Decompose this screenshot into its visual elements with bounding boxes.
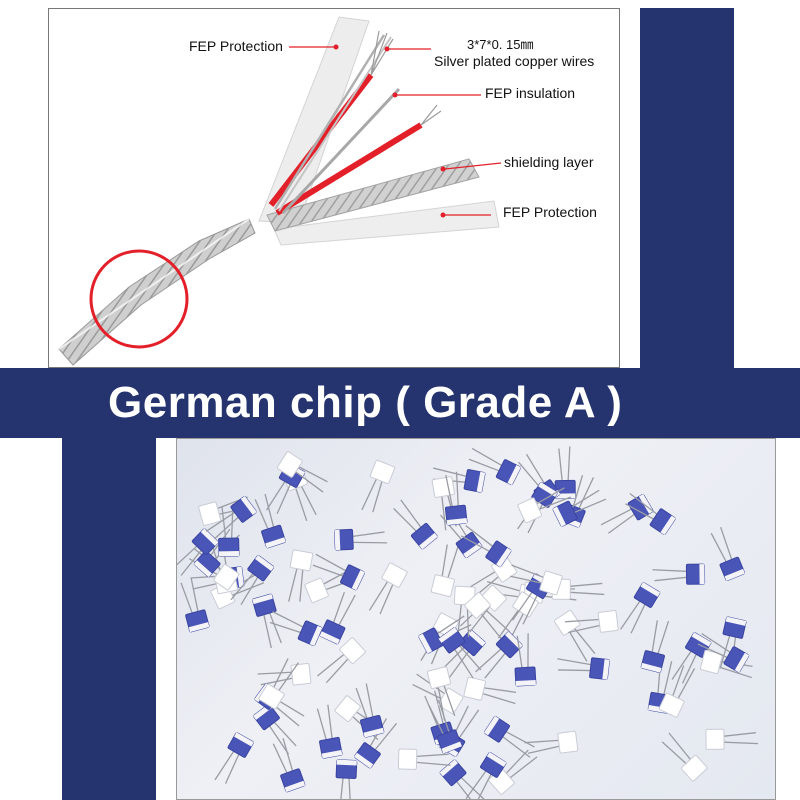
sensor-chip [439,629,486,678]
sensor-chip [214,732,254,784]
sensor-chip [276,451,328,493]
sensor-chip [464,592,510,641]
sensor-chip [483,715,535,758]
sensor-chip [288,549,314,602]
sensor-chip [564,610,619,634]
sensor-chip [524,730,579,754]
right-navy-block [640,8,734,368]
sensor-chip [317,637,366,684]
label-fep-protection-top: FEP Protection [189,38,283,54]
sensor-chip [620,582,661,634]
sensor-chip [258,658,300,710]
sensor-chip [354,718,398,769]
label-silver-wires: Silver plated copper wires [434,53,595,69]
chips-photo-panel [176,438,776,800]
sensor-chip [460,525,512,568]
sensor-chip [465,752,507,799]
sensor-chip [600,493,654,534]
cable-illustration [58,16,502,366]
sensor-chip [463,676,517,705]
sensor-chip [319,591,356,645]
sensor-chip [205,495,257,540]
sensor-chip [705,728,759,750]
sensor-chip [439,506,483,559]
sensor-chip [438,627,482,679]
sensor-chip [254,493,286,549]
sensor-chip [444,471,468,526]
sensor-chip [334,528,388,551]
sensor-chip [253,703,297,755]
label-spec: 3*7*0. 15㎜ [467,37,534,52]
left-navy-block [62,438,156,800]
sensor-chip [658,665,696,718]
sensor-chip [269,611,323,647]
sensor-chip [553,609,596,662]
sensor-chip [710,527,745,582]
label-fep-insulation: FEP insulation [485,85,576,101]
sensor-chip [697,632,750,673]
sensor-chip [312,553,365,591]
sensor-chip [426,666,456,721]
sensor-chip [252,593,282,649]
sensor-chip [468,447,521,486]
sensor-chip [652,563,706,585]
label-fep-protection-bottom: FEP Protection [503,204,597,220]
chip-illustration [177,446,759,799]
title-banner: German chip ( Grade A ) [0,368,800,438]
sensor-chip [393,499,438,550]
sensor-chip [397,748,451,770]
sensor-chip [177,528,219,576]
sensor-chip [514,633,537,687]
sensor-chip [361,459,396,513]
sensor-chip [272,737,306,793]
sensor-chip [180,577,210,633]
sensor-chip [552,489,607,527]
cable-diagram-panel: FEP Protection 3*7*0. 15㎜ Silver plated … [48,8,620,368]
sensor-chip [517,487,572,524]
sensor-chip [230,555,275,605]
sensor-chip [316,704,343,759]
sensor-chip [218,504,240,557]
sensor-chip [430,544,460,598]
sensor-chip [335,759,358,799]
sensor-chip [625,493,676,535]
label-shielding-layer: shielding layer [504,154,594,170]
sensor-chip [510,564,563,596]
sensor-chip [557,657,610,680]
highlight-circle [89,249,189,349]
sensor-chip [640,620,670,673]
sensor-chip [661,732,708,782]
sensor-chip [355,683,385,738]
banner-title: German chip ( Grade A ) [108,378,623,427]
sensor-chip [368,562,408,615]
